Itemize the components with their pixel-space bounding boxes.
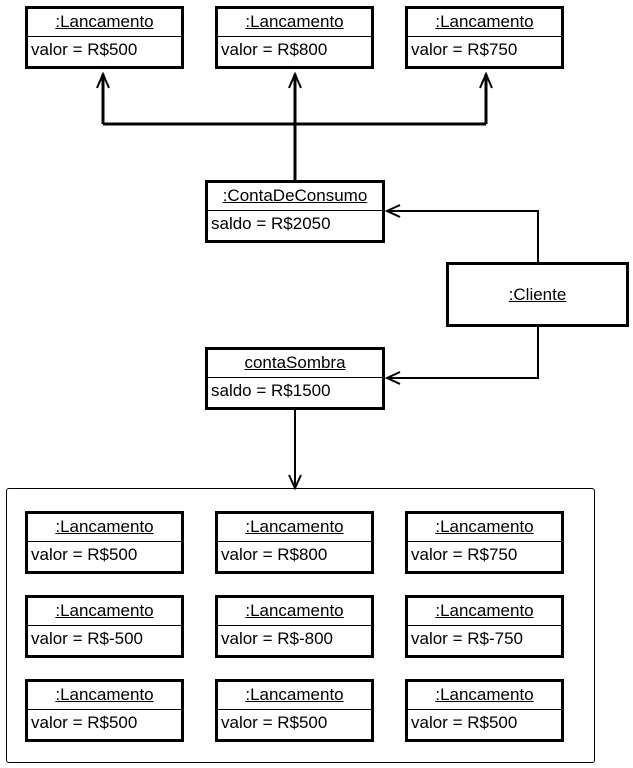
object-name: contaSombra xyxy=(208,350,382,378)
lancamento-object: :Lancamento valor = R$-500 xyxy=(25,595,184,658)
lancamento-object: :Lancamento valor = R$750 xyxy=(405,6,564,69)
object-attribute: valor = R$500 xyxy=(31,713,138,732)
lancamento-object: :Lancamento valor = R$-800 xyxy=(215,595,374,658)
object-name: :Lancamento xyxy=(28,9,181,37)
object-attribute: valor = R$750 xyxy=(411,545,518,564)
lancamentos-collection xyxy=(6,488,595,763)
object-name: :Lancamento xyxy=(218,514,371,542)
object-name: :Lancamento xyxy=(28,598,181,626)
conta-sombra-object: contaSombra saldo = R$1500 xyxy=(205,347,385,410)
lancamento-object: :Lancamento valor = R$-750 xyxy=(405,595,564,658)
arrowhead-lancamento-3 xyxy=(479,71,493,89)
object-attribute: saldo = R$2050 xyxy=(211,214,331,233)
object-name: :ContaDeConsumo xyxy=(208,183,382,211)
object-attribute: valor = R$500 xyxy=(31,545,138,564)
conta-de-consumo-object: :ContaDeConsumo saldo = R$2050 xyxy=(205,180,385,243)
lancamento-object: :Lancamento valor = R$500 xyxy=(25,679,184,742)
lancamento-object: :Lancamento valor = R$500 xyxy=(25,6,184,69)
arrowhead-conta xyxy=(384,204,401,218)
object-name: :Lancamento xyxy=(218,598,371,626)
object-attribute: valor = R$800 xyxy=(221,40,328,59)
object-name: :Lancamento xyxy=(28,514,181,542)
lancamento-object: :Lancamento valor = R$750 xyxy=(405,511,564,574)
object-name: :Lancamento xyxy=(408,514,561,542)
object-attribute: saldo = R$1500 xyxy=(211,381,331,400)
object-name: :Lancamento xyxy=(28,682,181,710)
object-attribute: valor = R$-800 xyxy=(221,629,333,648)
object-name: :Cliente xyxy=(508,284,567,304)
link-cliente-to-sombra xyxy=(387,327,539,379)
arrowhead-sombra xyxy=(384,371,401,385)
object-name: :Lancamento xyxy=(408,9,561,37)
arrowhead-lancamento-1 xyxy=(96,71,110,89)
lancamento-object: :Lancamento valor = R$800 xyxy=(215,511,374,574)
lancamento-object: :Lancamento valor = R$500 xyxy=(25,511,184,574)
object-attribute: valor = R$500 xyxy=(31,40,138,59)
object-name: :Lancamento xyxy=(218,9,371,37)
arrowhead-lancamento-2 xyxy=(288,71,302,89)
object-attribute: valor = R$800 xyxy=(221,545,328,564)
object-attribute: valor = R$750 xyxy=(411,40,518,59)
lancamento-object: :Lancamento valor = R$500 xyxy=(215,679,374,742)
link-cliente-to-conta xyxy=(387,210,539,262)
object-attribute: valor = R$500 xyxy=(411,713,518,732)
object-attribute: valor = R$-500 xyxy=(31,629,143,648)
object-name: :Lancamento xyxy=(408,598,561,626)
cliente-object: :Cliente xyxy=(446,262,629,327)
object-name: :Lancamento xyxy=(408,682,561,710)
object-name: :Lancamento xyxy=(218,682,371,710)
lancamento-object: :Lancamento valor = R$500 xyxy=(405,679,564,742)
object-attribute: valor = R$500 xyxy=(221,713,328,732)
lancamento-object: :Lancamento valor = R$800 xyxy=(215,6,374,69)
object-attribute: valor = R$-750 xyxy=(411,629,523,648)
